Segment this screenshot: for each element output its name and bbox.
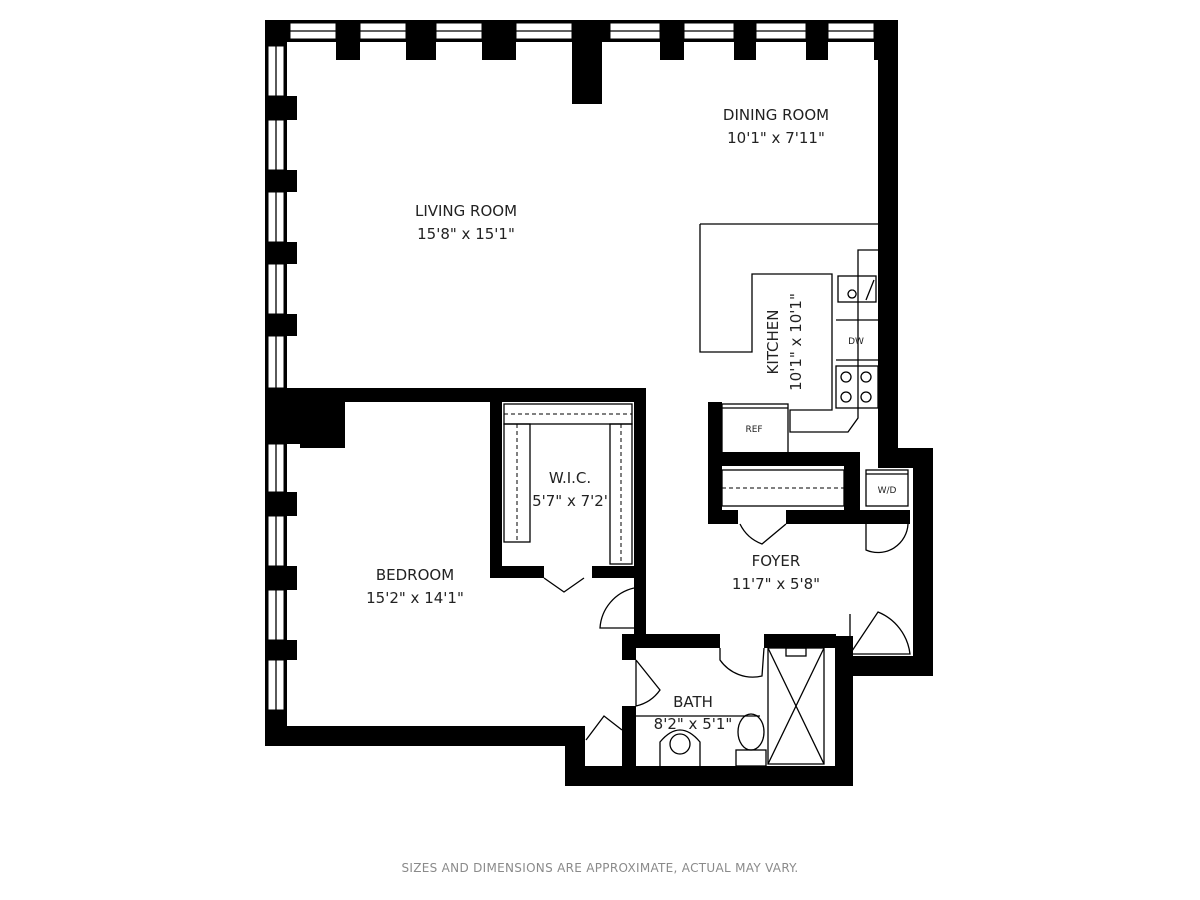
wic-name: W.I.C. (549, 469, 591, 487)
dining-room-dims: 10'1" x 7'11" (727, 129, 825, 147)
foyer-dims: 11'7" x 5'8" (732, 575, 820, 593)
room-labels: DINING ROOM 10'1" x 7'11" LIVING ROOM 15… (366, 106, 829, 733)
living-room-name: LIVING ROOM (415, 202, 517, 220)
bath-dims: 8'2" x 5'1" (654, 715, 733, 733)
foyer-closet (721, 469, 909, 507)
dining-room-name: DINING ROOM (723, 106, 829, 124)
top-piers (336, 20, 880, 104)
dishwasher-label: DW (848, 337, 864, 347)
kitchen-dims: 10'1" x 10'1" (787, 293, 805, 391)
disclaimer-text: SIZES AND DIMENSIONS ARE APPROXIMATE, AC… (401, 861, 798, 875)
windows-left (267, 45, 285, 711)
bedroom-dims: 15'2" x 14'1" (366, 589, 464, 607)
kitchen-name: KITCHEN (764, 310, 782, 375)
foyer-name: FOYER (752, 552, 801, 570)
kitchen-counters (699, 223, 879, 455)
windows-top (289, 22, 875, 40)
bath-name: BATH (673, 693, 713, 711)
bath-fixtures (636, 647, 825, 767)
interior-walls (300, 388, 910, 786)
wic-shelves (503, 403, 633, 565)
wic-dims: 5'7" x 7'2' (532, 492, 608, 510)
washer-dryer-label: W/D (878, 486, 897, 496)
exterior-walls (265, 20, 933, 786)
bedroom-name: BEDROOM (376, 566, 454, 584)
fixture-labels: DW REF W/D (745, 337, 896, 496)
refrigerator-label: REF (745, 425, 762, 435)
living-room-dims: 15'8" x 15'1" (417, 225, 515, 243)
doors (543, 523, 911, 741)
